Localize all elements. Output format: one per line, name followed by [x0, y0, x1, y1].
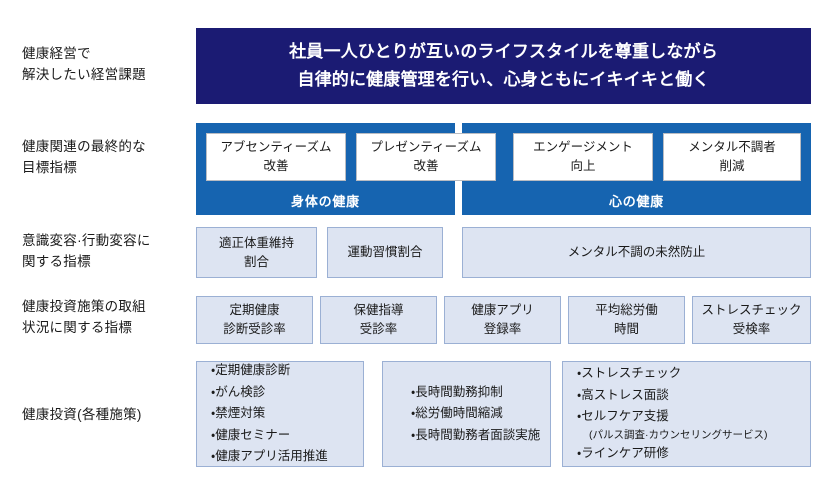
indicator-average-work-hours-line-2: 時間 [613, 322, 639, 336]
list-item: ・がん検診 [211, 384, 266, 399]
list-item: ・禁煙対策 [211, 406, 266, 421]
list-item: ・長時間勤務抑制 [411, 384, 503, 399]
indicator-health-app-rate[interactable]: 健康アプリ 登録率 [444, 296, 561, 344]
list-item-note: (パルス調査·カウンセリングサービス) [589, 428, 768, 441]
indicator-stress-check-rate-line-1: ストレスチェック [701, 303, 802, 318]
list-item: ・セルフケア支援 [577, 409, 669, 424]
list-item: ・健康アプリ活用推進 [211, 449, 328, 464]
vision-banner: 社員一人ひとりが互いのライフスタイルを尊重しながら 自律的に健康管理を行い、心身… [196, 28, 811, 104]
indicator-stress-check-rate-line-2: 受検率 [732, 322, 771, 336]
indicator-health-guidance-rate-line-1: 保健指導 [353, 303, 404, 318]
goal-box-presenteeism-line-2: 改善 [413, 159, 439, 173]
indicator-average-work-hours[interactable]: 平均総労働 時間 [568, 296, 685, 344]
row-label-implementation: 健康投資施策の取組 状況に関する指標 [22, 299, 146, 335]
investment-list-mental[interactable]: ・ストレスチェック ・高ストレス面談 ・セルフケア支援 (パルス調査·カウンセリ… [562, 361, 811, 467]
goal-box-presenteeism-line-1: プレゼンティーズム [370, 140, 482, 155]
goal-box-engagement-line-1: エンゲージメント [533, 140, 633, 155]
goal-box-absenteeism-line-1: アブセンティーズム [220, 140, 332, 155]
indicator-health-app-rate-line-1: 健康アプリ [471, 303, 534, 318]
row-label-investment: 健康投資(各種施策) [22, 407, 142, 422]
goal-box-mental-disorder-line-1: メンタル不調者 [688, 140, 776, 155]
indicator-proper-weight-line-1: 適正体重維持 [218, 235, 294, 250]
goal-box-absenteeism-line-2: 改善 [263, 159, 289, 173]
indicator-health-guidance-rate[interactable]: 保健指導 受診率 [320, 296, 437, 344]
row-label-vision: 健康経営で 解決したい経営課題 [22, 46, 146, 82]
list-item: ・ラインケア研修 [577, 446, 669, 461]
band-caption-mental: 心の健康 [608, 194, 665, 209]
indicator-average-work-hours-line-1: 平均総労働 [595, 303, 658, 318]
row-label-final-goals: 健康関連の最終的な 目標指標 [22, 139, 146, 175]
investment-list-physical[interactable]: ・定期健康診断 ・がん検診 ・禁煙対策 ・健康セミナー ・健康アプリ活用推進 [196, 361, 364, 467]
indicator-checkup-rate-line-2: 診断受診率 [223, 322, 286, 336]
row-label-behavior-change: 意識変容·行動変容に 関する指標 [22, 233, 151, 269]
list-item: ・長時間勤務者面談実施 [411, 427, 541, 442]
indicator-health-guidance-rate-line-2: 受診率 [359, 322, 398, 336]
indicator-proper-weight-line-2: 割合 [243, 254, 269, 269]
indicator-exercise-habit[interactable]: 運動習慣割合 [327, 227, 443, 278]
vision-line-1: 社員一人ひとりが互いのライフスタイルを尊重しながら [289, 42, 718, 62]
indicator-mental-prevention-line-1: メンタル不調の未然防止 [567, 245, 706, 260]
investment-list-work-hours[interactable]: ・長時間勤務抑制 ・総労働時間縮減 ・長時間勤務者面談実施 [382, 361, 551, 467]
goal-box-mental-disorder-line-2: 削減 [719, 159, 745, 173]
indicator-exercise-habit-line-1: 運動習慣割合 [347, 245, 423, 260]
list-item: ・健康セミナー [211, 427, 291, 442]
indicator-checkup-rate-line-1: 定期健康 [229, 303, 280, 318]
indicator-mental-prevention[interactable]: メンタル不調の未然防止 [462, 227, 811, 278]
list-item: ・高ストレス面談 [577, 387, 669, 402]
goal-box-absenteeism[interactable]: アブセンティーズム 改善 [206, 133, 346, 181]
indicator-health-app-rate-line-2: 登録率 [483, 322, 522, 336]
list-item: ・ストレスチェック [577, 366, 682, 381]
band-caption-physical: 身体の健康 [291, 194, 360, 209]
goal-box-presenteeism[interactable]: プレゼンティーズム 改善 [356, 133, 496, 181]
list-item: ・総労働時間縮減 [411, 406, 503, 421]
indicator-stress-check-rate[interactable]: ストレスチェック 受検率 [692, 296, 811, 344]
goal-box-engagement-line-2: 向上 [570, 159, 596, 173]
indicator-proper-weight[interactable]: 適正体重維持 割合 [196, 227, 317, 278]
list-item: ・定期健康診断 [211, 363, 291, 378]
indicator-checkup-rate[interactable]: 定期健康 診断受診率 [196, 296, 313, 344]
goal-box-engagement[interactable]: エンゲージメント 向上 [513, 133, 653, 181]
vision-line-2: 自律的に健康管理を行い、心身ともにイキイキと働く [297, 70, 710, 89]
goal-box-mental-disorder[interactable]: メンタル不調者 削減 [663, 133, 801, 181]
